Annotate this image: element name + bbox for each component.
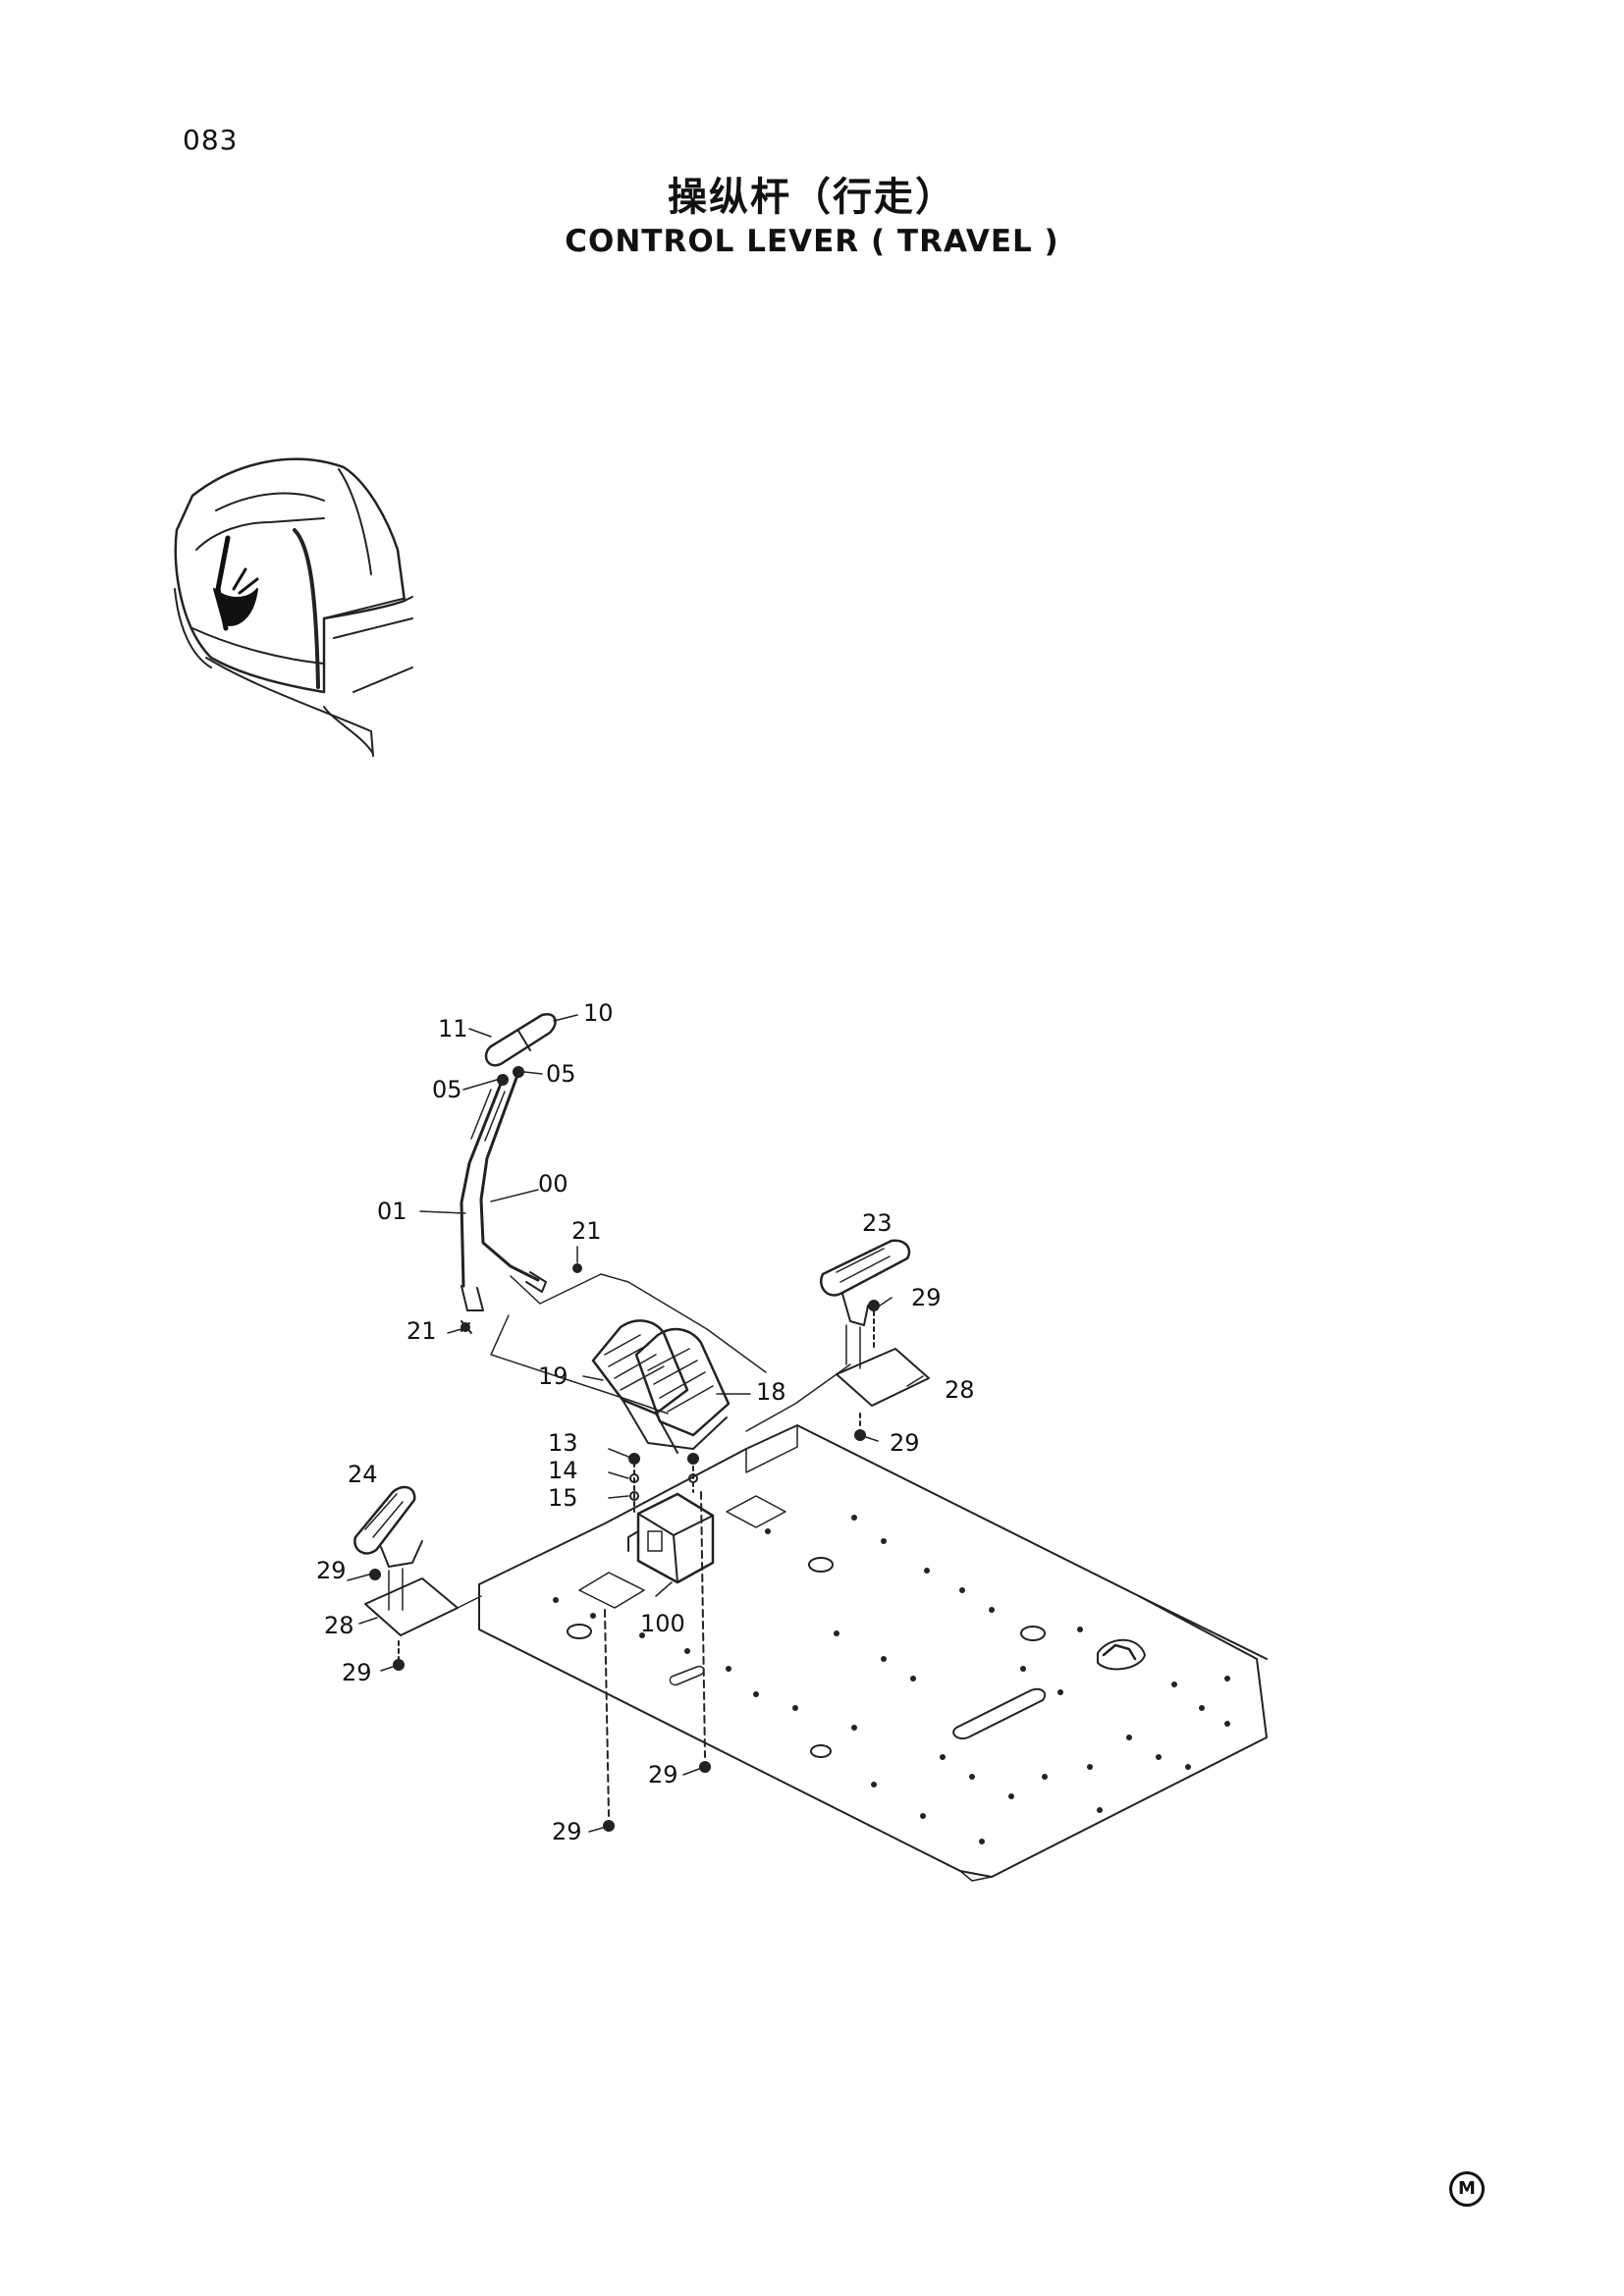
callout-29-pedal-23: 29 [911, 1284, 942, 1311]
callout-28-left: 28 [324, 1612, 354, 1639]
page-number: 083 [183, 124, 239, 156]
callout-29-floor-right: 29 [648, 1761, 678, 1789]
callout-29-pedal-24: 29 [316, 1557, 347, 1584]
callout-100: 100 [640, 1610, 685, 1637]
travel-pedals [591, 1319, 731, 1454]
pedal-24 [353, 1485, 459, 1671]
cab-locator-illustration [174, 457, 413, 757]
callout-29-floor-left: 29 [552, 1818, 582, 1845]
leader-lines [347, 1014, 924, 1833]
callout-01: 01 [377, 1198, 407, 1225]
callout-05-right: 05 [546, 1060, 576, 1088]
callout-15: 15 [548, 1484, 578, 1512]
callout-21-lower: 21 [406, 1317, 437, 1345]
callout-11: 11 [438, 1015, 468, 1042]
callout-14: 14 [548, 1457, 578, 1484]
floor-plate [457, 1363, 1268, 1882]
callout-23: 23 [862, 1209, 893, 1237]
callout-10: 10 [583, 999, 614, 1027]
callout-21-upper: 21 [571, 1217, 602, 1245]
callout-29-right-bottom: 29 [890, 1429, 920, 1457]
travel-lever-assembly [460, 1012, 767, 1415]
callout-28-right: 28 [945, 1376, 975, 1404]
callout-13: 13 [548, 1429, 578, 1457]
callout-labels: 11 10 05 05 00 01 21 21 23 29 28 19 18 2… [316, 999, 975, 1845]
page-title-english: CONTROL LEVER ( TRAVEL ) [565, 224, 1059, 259]
pedal-23 [820, 1239, 930, 1441]
callout-18: 18 [756, 1378, 786, 1406]
callout-24: 24 [348, 1461, 378, 1488]
callout-29-left-bottom: 29 [342, 1659, 372, 1686]
manufacturer-mark: M [1449, 2171, 1485, 2207]
callout-19: 19 [538, 1362, 568, 1390]
page-title-chinese: 操纵杆（行走） [668, 175, 956, 220]
pilot-valve-100 [603, 1453, 715, 1832]
callout-05-left: 05 [432, 1076, 462, 1103]
callout-00: 00 [538, 1170, 568, 1198]
